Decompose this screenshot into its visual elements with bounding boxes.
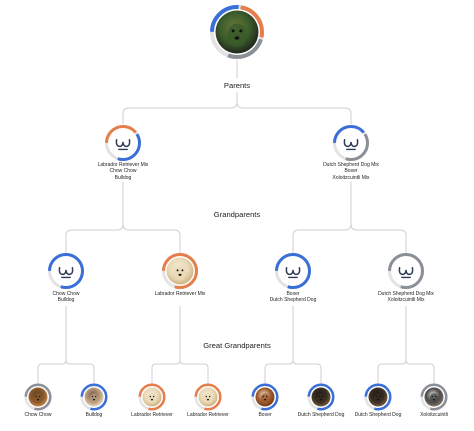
great-grandparent-node-2-label: Bulldog bbox=[86, 412, 103, 418]
connector-gp-1 bbox=[65, 208, 124, 254]
great-grandparent-node-3-label: Labrador Retriever bbox=[131, 412, 173, 418]
paw-icon bbox=[285, 267, 301, 279]
subject-node[interactable] bbox=[210, 5, 264, 59]
great-grandparent-node-1[interactable] bbox=[24, 383, 52, 411]
great-grandparent-node-7-label: Dutch Shepherd Dog bbox=[355, 412, 402, 418]
parent-node-1[interactable] bbox=[105, 125, 141, 161]
breed-line: Xoloitzcuintli bbox=[420, 412, 448, 418]
paw-icon bbox=[115, 139, 131, 151]
paw-icon bbox=[343, 139, 359, 151]
connector-gp-2 bbox=[122, 208, 181, 254]
paw-icon bbox=[58, 267, 74, 279]
great-grandparent-node-4-label: Labrador Retriever bbox=[187, 412, 229, 418]
connector-ggp-right-1 bbox=[65, 356, 95, 384]
great-grandparent-node-7[interactable] bbox=[364, 383, 392, 411]
great-grandparent-node-6[interactable] bbox=[307, 383, 335, 411]
breed-line: Dutch Shepherd Dog bbox=[269, 297, 317, 304]
breed-line: Chow Chow bbox=[109, 168, 137, 175]
breed-line: Dutch Shepherd Dog Mix bbox=[378, 291, 434, 297]
connector-ggp-right-4 bbox=[405, 356, 435, 384]
breed-line: Chow Chow bbox=[52, 291, 80, 297]
great-grandparent-node-5-label: Boxer bbox=[258, 412, 271, 418]
breed-line: Bulldog bbox=[85, 412, 103, 418]
parent-node-2[interactable] bbox=[333, 125, 369, 161]
grandparent-node-2[interactable] bbox=[162, 253, 198, 289]
breed-line: Labrador Retriever bbox=[131, 412, 173, 418]
breed-line: Labrador Retriever Mix bbox=[154, 291, 206, 297]
labrador-photo bbox=[142, 387, 162, 407]
breed-line: Boxer bbox=[286, 291, 300, 297]
connector-ggp-right-3 bbox=[292, 356, 322, 384]
grandparent-node-1[interactable] bbox=[48, 253, 84, 289]
dutch-shepherd-photo bbox=[368, 387, 388, 407]
connector-parent-right bbox=[236, 92, 352, 124]
breed-line: Dutch Shepherd Dog bbox=[297, 412, 345, 418]
great-grandparent-node-8[interactable] bbox=[420, 383, 448, 411]
boxer-photo bbox=[255, 387, 275, 407]
xoloitzcuintli-photo bbox=[424, 387, 444, 407]
great-grandparent-node-5[interactable] bbox=[251, 383, 279, 411]
labrador-photo bbox=[198, 387, 218, 407]
great-grandparent-node-2[interactable] bbox=[80, 383, 108, 411]
connector-gp-3 bbox=[292, 208, 352, 254]
connector-ggp-left-4 bbox=[377, 356, 407, 384]
connector-ggp-left-3 bbox=[264, 356, 294, 384]
paw-icon bbox=[398, 267, 414, 279]
breed-line: Boxer bbox=[258, 412, 272, 418]
breed-line: Chow Chow bbox=[24, 412, 52, 418]
generation-label-great-grandparents: Great Grandparents bbox=[203, 341, 271, 350]
connector-ggp-left-1 bbox=[37, 356, 67, 384]
dutch-shepherd-photo bbox=[311, 387, 331, 407]
breed-line: Labrador Retriever bbox=[187, 412, 229, 418]
breed-line: Xoloitzcuintli Mix bbox=[387, 297, 425, 304]
connector-ggp-right-2 bbox=[179, 356, 209, 384]
breed-line: Bulldog bbox=[114, 174, 132, 181]
breed-line: Bulldog bbox=[57, 297, 75, 304]
breed-line: Boxer bbox=[344, 168, 358, 175]
breed-line: Xoloitzcuintli Mix bbox=[332, 174, 370, 181]
breed-line: Labrador Retriever Mix bbox=[97, 162, 149, 168]
generation-label-grandparents: Grandparents bbox=[213, 210, 261, 219]
generation-label-parents: Parents bbox=[223, 81, 251, 90]
chow-chow-photo bbox=[28, 387, 48, 407]
great-grandparent-node-3[interactable] bbox=[138, 383, 166, 411]
connector-parent-left bbox=[122, 92, 238, 124]
great-grandparent-node-8-label: Xoloitzcuintli bbox=[420, 412, 448, 418]
great-grandparent-node-4[interactable] bbox=[194, 383, 222, 411]
bulldog-photo bbox=[84, 387, 104, 407]
grandparent-node-3[interactable] bbox=[275, 253, 311, 289]
grandparent-node-2-label: Labrador Retriever Mix bbox=[155, 291, 206, 297]
great-grandparent-node-1-label: Chow Chow bbox=[25, 412, 52, 418]
connector-ggp-left-2 bbox=[151, 356, 181, 384]
great-grandparent-node-6-label: Dutch Shepherd Dog bbox=[298, 412, 345, 418]
labrador-photo bbox=[166, 257, 194, 285]
connector-gp-4 bbox=[350, 208, 407, 254]
breed-line: Dutch Shepherd Dog bbox=[354, 412, 402, 418]
grandparent-node-4[interactable] bbox=[388, 253, 424, 289]
breed-line: Dutch Shepherd Dog Mix bbox=[323, 162, 379, 168]
dog-photo bbox=[215, 10, 259, 54]
